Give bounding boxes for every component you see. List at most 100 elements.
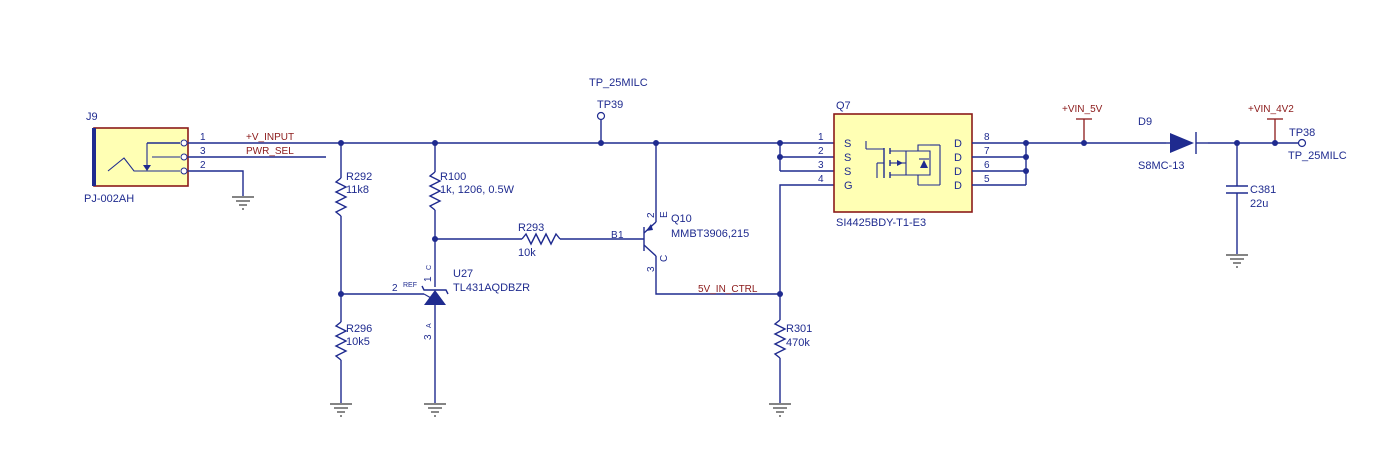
q10-ref: Q10: [671, 213, 692, 225]
j9-ref: J9: [86, 111, 98, 123]
q7-pin-4-number: 4: [818, 174, 824, 185]
junction-dot: [777, 140, 783, 146]
r301-ref: R301: [786, 323, 812, 335]
junction-dot: [432, 140, 438, 146]
q7-left-pin-2-name: S: [844, 152, 851, 164]
mosfet-q7[interactable]: S S S G D D D D: [833, 113, 973, 213]
r301-value: 470k: [786, 337, 810, 349]
wire-q7-gate: [779, 184, 834, 320]
q7-part: SI4425BDY-T1-E3: [836, 217, 926, 229]
tp38-part: TP_25MILC: [1288, 150, 1347, 162]
wire-j9-gnd: [188, 170, 244, 196]
d9-ref: D9: [1138, 116, 1152, 128]
resistor-r296[interactable]: [334, 321, 348, 361]
junction-dot: [1023, 140, 1029, 146]
u27-ref-stub: [423, 293, 432, 299]
j9-pin2-number: 2: [200, 160, 206, 171]
j9-pin1-number: 1: [200, 132, 206, 143]
ground-symbol-u27: [424, 403, 446, 417]
wire-q10-collector: [655, 256, 780, 295]
j9-arrow-icon: [143, 165, 151, 171]
q10-pin-c-letter: C: [659, 255, 670, 262]
q10-pin-b-number: 1: [618, 230, 624, 241]
resistor-r100[interactable]: [428, 171, 442, 211]
ground-symbol-j9: [232, 196, 254, 210]
q7-right-pin-7-name: D: [954, 152, 962, 164]
resistor-r293[interactable]: [521, 232, 561, 246]
r100-ref: R100: [440, 171, 466, 183]
u27-pin-c-number: 1: [423, 276, 434, 282]
q7-right-pin-6-name: D: [954, 166, 962, 178]
transistor-q10[interactable]: [643, 221, 657, 257]
q10-pin-c-number: 3: [646, 266, 657, 272]
junction-dot: [1234, 140, 1240, 146]
junction-dot: [1023, 154, 1029, 160]
j9-spring-contact: [107, 157, 180, 172]
q10-part: MMBT3906,215: [671, 228, 749, 240]
u27-pin-ref-number: 2: [392, 283, 398, 294]
junction-dot: [777, 154, 783, 160]
junction-dot: [1272, 140, 1278, 146]
u27-pin-c-letter: C: [426, 265, 433, 270]
r293-value: 10k: [518, 247, 536, 259]
net-label-v-input: +V_INPUT: [246, 132, 294, 143]
tp39-ring-icon[interactable]: [596, 111, 606, 121]
q7-pin-2-number: 2: [818, 146, 824, 157]
tp38-ref: TP38: [1289, 127, 1315, 139]
r296-ref: R296: [346, 323, 372, 335]
tp38-ring-icon[interactable]: [1297, 138, 1307, 148]
diode-d9[interactable]: [1166, 132, 1208, 154]
q7-pin-1-number: 1: [818, 132, 824, 143]
u27-pin-a-number: 3: [423, 334, 434, 340]
q10-pin-e-letter: E: [659, 211, 670, 218]
q7-ref: Q7: [836, 100, 851, 112]
junction-dot: [777, 291, 783, 297]
d9-triangle-icon: [1170, 133, 1194, 153]
q7-pin-3-number: 3: [818, 160, 824, 171]
q7-left-pin-3-name: S: [844, 166, 851, 178]
q10-pin-b-letter: B: [611, 230, 618, 241]
q10-collector-leg: [643, 244, 657, 257]
junction-dot: [1023, 168, 1029, 174]
q7-pin-7-number: 7: [984, 146, 990, 157]
vin4-label: +VIN_4V2: [1248, 104, 1294, 115]
shunt-regulator-u27[interactable]: [421, 285, 449, 305]
ground-symbol-r301: [769, 403, 791, 417]
r292-value: 11k8: [346, 184, 369, 196]
r293-ref: R293: [518, 222, 544, 234]
c381-value: 22u: [1250, 198, 1268, 210]
resistor-r301[interactable]: [773, 319, 787, 359]
q7-pin-5-number: 5: [984, 174, 990, 185]
junction-dot: [338, 140, 344, 146]
r292-ref: R292: [346, 171, 372, 183]
net-label-ctrl: 5V_IN_CTRL: [698, 284, 758, 295]
q10-arrow-icon: [646, 224, 653, 231]
q7-left-pin-1-name: S: [844, 138, 851, 150]
tp39-ref: TP39: [597, 99, 623, 111]
junction-dot: [1081, 140, 1087, 146]
junction-dot: [598, 140, 604, 146]
ground-symbol-r296: [330, 403, 352, 417]
q7-pin-8-number: 8: [984, 132, 990, 143]
u27-pin-ref-label: REF: [403, 282, 417, 289]
j9-pin2-ring: [180, 167, 188, 175]
junction-dot: [432, 236, 438, 242]
j9-pin3-number: 3: [200, 146, 206, 157]
d9-part: S8MC-13: [1138, 160, 1184, 172]
u27-part: TL431AQDBZR: [453, 282, 530, 294]
tp39-part: TP_25MILC: [589, 77, 648, 89]
u27-pin-a-letter: A: [426, 323, 433, 328]
q7-internal-symbol: [865, 141, 941, 186]
u27-cathode-bar: [421, 285, 449, 295]
connector-j9[interactable]: J9 PJ-002AH 1 3 2: [84, 111, 206, 205]
r296-value: 10k5: [346, 336, 370, 348]
j9-pin1-ring: [180, 139, 188, 147]
q10-pin-e-number: 2: [646, 212, 657, 218]
junction-dot: [653, 140, 659, 146]
resistor-r292[interactable]: [334, 177, 348, 217]
r100-value: 1k, 1206, 0.5W: [440, 184, 515, 196]
q7-pin-6-number: 6: [984, 160, 990, 171]
j9-pin3-ring: [180, 153, 188, 161]
q7-left-pin-4-name: G: [844, 180, 853, 192]
